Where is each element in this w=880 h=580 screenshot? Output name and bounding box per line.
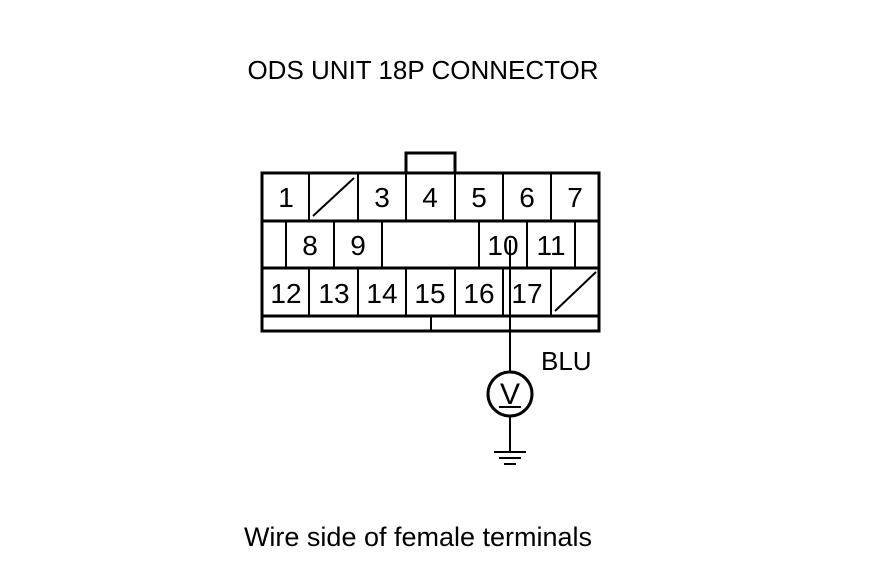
pin-row-2: 8 9 10 11 [302,230,565,261]
pin-9: 9 [350,230,366,261]
pin-row-1: 1 3 4 5 6 7 [278,182,583,213]
pin-16: 16 [463,278,494,309]
diagram-caption: Wire side of female terminals [244,522,592,552]
pin-row-3: 12 13 14 15 16 17 [270,278,542,309]
pin-10: 10 [487,230,518,261]
pin-7: 7 [567,182,583,213]
pin-11: 11 [536,230,565,261]
pin-15: 15 [414,278,445,309]
wire-color-label: BLU [541,346,592,376]
voltmeter-symbol: V [500,378,520,411]
pin-12: 12 [270,278,301,309]
voltmeter-icon: V [486,370,534,418]
pin-1: 1 [278,182,294,213]
pin-4: 4 [422,182,438,213]
pin-13: 13 [318,278,349,309]
pin-17: 17 [511,278,542,309]
diagram-title: ODS UNIT 18P CONNECTOR [247,55,598,85]
empty-cavity-18 [554,271,597,312]
connector-housing [260,151,601,333]
pin-3: 3 [374,182,390,213]
pin-14: 14 [366,278,397,309]
pin-5: 5 [471,182,487,213]
pin-6: 6 [519,182,535,213]
ground-icon [494,451,526,465]
pin-8: 8 [302,230,318,261]
empty-cavity-2 [312,177,355,217]
